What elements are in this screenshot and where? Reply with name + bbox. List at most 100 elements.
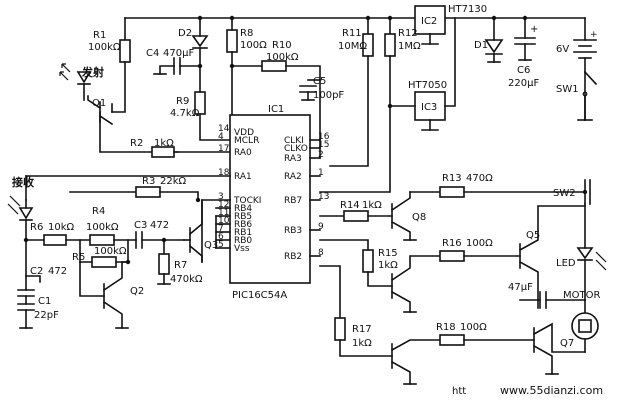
d1-label: D1 bbox=[474, 40, 488, 51]
r15-name: R15 bbox=[378, 248, 398, 259]
r9-resistor: R9 4.7kΩ bbox=[170, 65, 233, 141]
sw2-switch: SW2 bbox=[553, 179, 591, 205]
q5-label: Q5 bbox=[526, 230, 540, 241]
c6-capacitor: + C6 220μF bbox=[508, 17, 539, 89]
c5-value: 100pF bbox=[313, 90, 344, 101]
motor: MOTOR bbox=[563, 290, 600, 353]
transmit-label: 发射 bbox=[81, 65, 104, 79]
ic1-label: IC1 bbox=[268, 104, 284, 115]
r14-resistor: R14 1kΩ bbox=[319, 200, 393, 222]
c6-plus: + bbox=[530, 24, 538, 35]
q1-label: Q1 bbox=[92, 98, 106, 109]
c4-label: C4 bbox=[146, 48, 159, 59]
ic1-pin-number: 16 bbox=[318, 132, 330, 142]
r16-name: R16 bbox=[442, 238, 462, 249]
r9-name: R9 bbox=[176, 96, 189, 107]
ic1-pin-name: VDD bbox=[234, 128, 254, 138]
led-indicator: LED bbox=[556, 203, 607, 301]
q3-label: Q3 bbox=[204, 240, 218, 251]
r18-resistor: R18 100Ω bbox=[436, 322, 535, 346]
ic3-part-label: HT7050 bbox=[408, 80, 447, 91]
ic1-pin-name: CLKO bbox=[284, 144, 308, 154]
r4-name: R4 bbox=[92, 206, 105, 217]
ic1-pin-name: RB4 bbox=[234, 204, 252, 214]
ir-led-transmit: 发射 bbox=[59, 63, 104, 101]
r6-name: R6 bbox=[30, 222, 43, 233]
d2-diode: D2 bbox=[178, 17, 209, 69]
r5-value: 100kΩ bbox=[94, 246, 127, 257]
led-label: LED bbox=[556, 258, 576, 269]
r1-resistor: R1 100kΩ bbox=[88, 17, 131, 113]
ic1-pin-number: 15 bbox=[318, 140, 329, 150]
r17-resistor: R17 1kΩ bbox=[319, 265, 393, 357]
c6-label: C6 bbox=[517, 65, 530, 76]
r13-name: R13 bbox=[442, 173, 462, 184]
motor-label: MOTOR bbox=[563, 290, 600, 301]
r3-resistor: R3 22kΩ bbox=[69, 176, 201, 203]
ic1-pin-name: RB7 bbox=[284, 196, 302, 206]
ic1-pin-name: RB2 bbox=[284, 252, 302, 262]
watermark-left: htt bbox=[452, 386, 466, 397]
c1-value: 22pF bbox=[34, 310, 59, 321]
ic1-pin-number: 13 bbox=[318, 192, 329, 202]
c3-name: C3 bbox=[134, 220, 147, 231]
ic1-pin-name: RB5 bbox=[234, 212, 252, 222]
ic1-pin-name: RB6 bbox=[234, 220, 252, 230]
ic3-label: IC3 bbox=[421, 102, 437, 113]
battery-plus: + bbox=[590, 30, 598, 40]
ic1-pin-number: 5 bbox=[218, 240, 224, 250]
r15-resistor: R15 1kΩ bbox=[319, 239, 398, 287]
ic1-pin-name: RB0 bbox=[234, 236, 252, 246]
r6-value: 10kΩ bbox=[48, 222, 75, 233]
r7-name: R7 bbox=[174, 260, 187, 271]
ic1-pin-number: 9 bbox=[318, 222, 324, 232]
ic1-pin-number: 3 bbox=[218, 192, 224, 202]
ic1-pin-name: TOCKI bbox=[233, 196, 261, 206]
r4-resistor: R4 100kΩ bbox=[86, 206, 137, 246]
r5-name: R5 bbox=[72, 252, 85, 263]
q2-label: Q2 bbox=[130, 286, 144, 297]
ic2-part-label: HT7130 bbox=[448, 4, 487, 15]
ic2-regulator: IC2 HT7130 bbox=[414, 4, 487, 45]
ic2-label: IC2 bbox=[421, 16, 437, 27]
r5-resistor: R5 100kΩ bbox=[72, 239, 131, 268]
c3-capacitor: C3 472 bbox=[134, 220, 185, 249]
ic1-pin-number: 4 bbox=[218, 132, 224, 142]
q3-transistor: Q3 bbox=[183, 199, 218, 263]
sw2-label: SW2 bbox=[553, 188, 576, 199]
c2-name: C2 bbox=[30, 266, 43, 277]
ic1-pin-name: RA2 bbox=[284, 172, 302, 182]
ic1-pin-name: MCLR bbox=[234, 136, 259, 146]
ic1-pin-number: 6 bbox=[218, 232, 224, 242]
ic3-regulator: IC3 HT7050 bbox=[389, 17, 456, 131]
sw1-label: SW1 bbox=[556, 84, 579, 95]
c4-capacitor: C4 470μF bbox=[146, 48, 201, 75]
c6-value: 220μF bbox=[508, 78, 539, 89]
battery-label: 6V bbox=[556, 44, 569, 55]
r14-name: R14 bbox=[340, 200, 360, 211]
r13-resistor: R13 470Ω bbox=[409, 173, 586, 198]
r11-value: 10MΩ bbox=[338, 41, 367, 52]
receive-label: 接收 bbox=[12, 175, 34, 189]
r3-name: R3 bbox=[142, 176, 155, 187]
r9-value: 4.7kΩ bbox=[170, 108, 200, 119]
d1-diode: D1 bbox=[474, 17, 504, 63]
q2-transistor: Q2 bbox=[79, 261, 144, 329]
c2-value: 472 bbox=[48, 266, 67, 277]
ic1-pin-number: 7 bbox=[218, 224, 224, 234]
r14-value: 1kΩ bbox=[362, 200, 382, 211]
r8-value: 100Ω bbox=[240, 40, 267, 51]
r11-resistor: R11 10MΩ bbox=[329, 17, 374, 167]
r2-value: 1kΩ bbox=[154, 138, 174, 149]
c5-label: C5 bbox=[313, 76, 326, 87]
r16-resistor: R16 100Ω bbox=[439, 238, 521, 262]
r7-resistor: R7 470kΩ bbox=[157, 237, 203, 285]
r15-value: 1kΩ bbox=[378, 260, 398, 271]
r2-name: R2 bbox=[130, 138, 143, 149]
q8-transistor: Q8 bbox=[390, 191, 426, 241]
ic1-pin-name: RA3 bbox=[284, 154, 302, 164]
ic1-pin-number: 14 bbox=[218, 124, 230, 134]
